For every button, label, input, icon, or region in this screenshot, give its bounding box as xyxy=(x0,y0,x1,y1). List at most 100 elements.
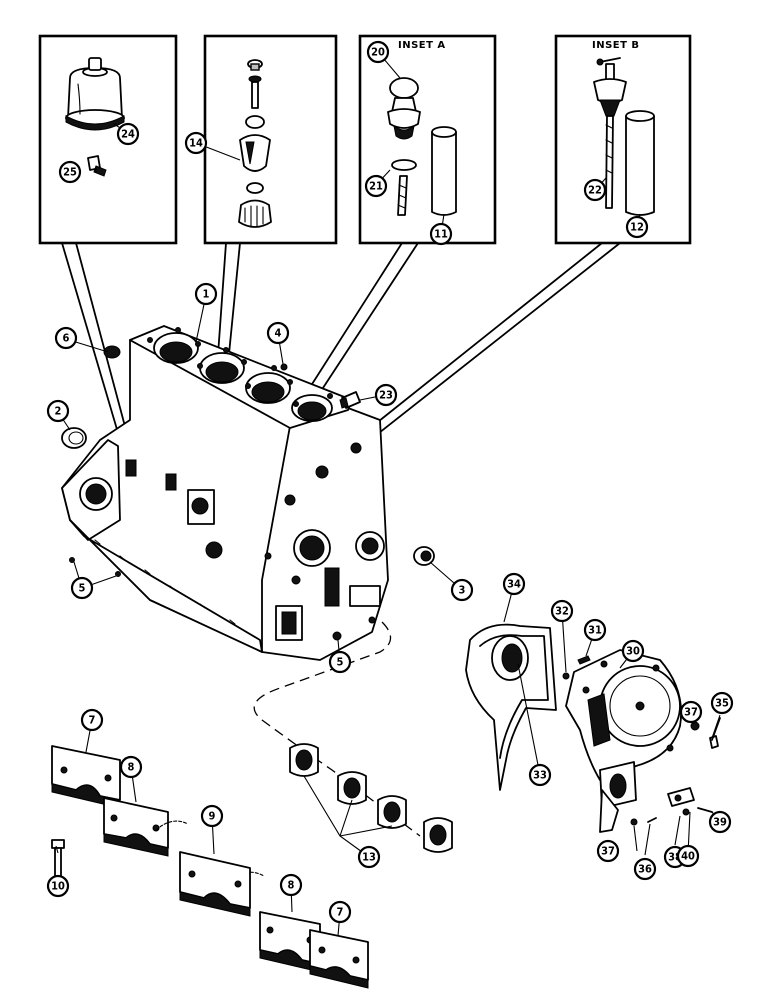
inset-a-title: INSET A xyxy=(398,40,446,51)
oil-filter-part xyxy=(65,57,125,131)
oil-filter-fitting-part xyxy=(87,155,107,177)
callout-2-label: 2 xyxy=(55,405,62,418)
dowel-pin-32-part xyxy=(562,672,570,680)
dipstick-tube-b-part xyxy=(625,110,655,216)
callout-25-label: 25 xyxy=(63,166,77,179)
callout-11-label: 11 xyxy=(434,228,448,241)
callout-14: 14 xyxy=(184,131,208,155)
timing-cover-gasket-part xyxy=(465,623,557,791)
expansion-plug-3-part xyxy=(413,546,435,566)
dipstick-a-part xyxy=(387,77,421,216)
callout-31-label: 31 xyxy=(588,624,602,637)
cylinder-block xyxy=(61,325,389,661)
callout-11: 11 xyxy=(429,222,453,246)
callout-34-label: 34 xyxy=(507,578,521,591)
callout-24: 24 xyxy=(116,122,140,146)
plugs-5-parts xyxy=(69,557,342,641)
callout-9: 9 xyxy=(200,804,224,828)
callout-7-front: 7 xyxy=(80,708,104,732)
callout-5-front: 5 xyxy=(328,650,352,674)
fitting-23-part xyxy=(339,391,361,409)
bearing-cap-8-front xyxy=(103,797,169,857)
callout-36: 36 xyxy=(633,857,657,881)
inset-b-title: INSET B xyxy=(592,40,640,51)
callout-8-rear: 8 xyxy=(279,873,303,897)
callout-40: 40 xyxy=(676,844,700,868)
cover-bracket-part xyxy=(667,787,695,807)
callout-21-label: 21 xyxy=(369,180,383,193)
callout-10: 10 xyxy=(46,874,70,898)
callout-1-label: 1 xyxy=(203,288,210,301)
bearing-cap-7-rear xyxy=(309,929,369,989)
callout-24-label: 24 xyxy=(121,128,135,141)
callout-22-label: 22 xyxy=(588,184,602,197)
dowel-pin-31-part xyxy=(577,655,591,665)
callout-8-rear-label: 8 xyxy=(288,879,295,892)
callout-7-rear: 7 xyxy=(328,900,352,924)
callout-6: 6 xyxy=(54,326,78,350)
inset-frame-a: INSET A xyxy=(358,34,497,245)
callout-13-label: 13 xyxy=(362,851,376,864)
callout-7-rear-label: 7 xyxy=(337,906,344,919)
callout-5-left: 5 xyxy=(70,576,94,600)
crankshaft-seal-part xyxy=(491,635,529,681)
callout-4-label: 4 xyxy=(275,327,282,340)
callout-4: 4 xyxy=(266,321,290,345)
valve-assembly-part xyxy=(238,59,272,228)
callout-32-label: 32 xyxy=(555,605,569,618)
bearing-cap-7-front xyxy=(51,745,121,809)
callout-33-label: 33 xyxy=(533,769,547,782)
callout-35-label: 35 xyxy=(715,697,729,710)
callout-39: 39 xyxy=(708,810,732,834)
callout-40-label: 40 xyxy=(681,850,695,863)
callout-21: 21 xyxy=(364,174,388,198)
callout-35: 35 xyxy=(710,691,734,715)
callout-37-upper: 37 xyxy=(679,700,703,724)
timing-gear-cover-part xyxy=(565,649,682,833)
callout-5-left-label: 5 xyxy=(79,582,86,595)
callout-34: 34 xyxy=(502,572,526,596)
inset-frame-oil-filter xyxy=(38,34,178,245)
callout-2: 2 xyxy=(46,399,70,423)
callout-31: 31 xyxy=(583,618,607,642)
callout-23: 23 xyxy=(374,383,398,407)
callout-20: 20 xyxy=(366,40,390,64)
callout-37-lower: 37 xyxy=(596,839,620,863)
callout-32: 32 xyxy=(550,599,574,623)
callout-8-front: 8 xyxy=(119,755,143,779)
dipstick-tube-a-part xyxy=(431,126,457,216)
callout-25: 25 xyxy=(58,160,82,184)
callout-3-label: 3 xyxy=(459,584,466,597)
callout-30: 30 xyxy=(621,639,645,663)
freeze-plug-part xyxy=(61,427,87,449)
callout-6-label: 6 xyxy=(63,332,70,345)
callout-39-label: 39 xyxy=(713,816,727,829)
callout-33: 33 xyxy=(528,763,552,787)
callout-36-label: 36 xyxy=(638,863,652,876)
camshaft-bearings-part xyxy=(289,743,453,853)
cover-hardware-parts xyxy=(630,717,721,826)
callout-12-label: 12 xyxy=(630,221,644,234)
callout-20-label: 20 xyxy=(371,46,385,59)
callout-8-front-label: 8 xyxy=(128,761,135,774)
cup-plug-part xyxy=(103,345,121,359)
inset-frame-b: INSET B xyxy=(554,34,692,245)
callout-13: 13 xyxy=(357,845,381,869)
callout-37-lower-label: 37 xyxy=(601,845,615,858)
callout-30-label: 30 xyxy=(626,645,640,658)
callout-37-upper-label: 37 xyxy=(684,706,698,719)
camshaft-bearing-path xyxy=(253,621,421,837)
callout-7-front-label: 7 xyxy=(89,714,96,727)
callout-1: 1 xyxy=(194,282,218,306)
callout-22: 22 xyxy=(583,178,607,202)
callout-12: 12 xyxy=(625,215,649,239)
bearing-cap-9-center xyxy=(179,851,251,917)
callout-14-label: 14 xyxy=(189,137,203,150)
callout-10-label: 10 xyxy=(51,880,65,893)
callout-9-label: 9 xyxy=(209,810,216,823)
dowel-part xyxy=(280,363,288,371)
callout-23-label: 23 xyxy=(379,389,393,402)
callout-5-front-label: 5 xyxy=(337,656,344,669)
dipstick-b-part xyxy=(593,57,627,209)
